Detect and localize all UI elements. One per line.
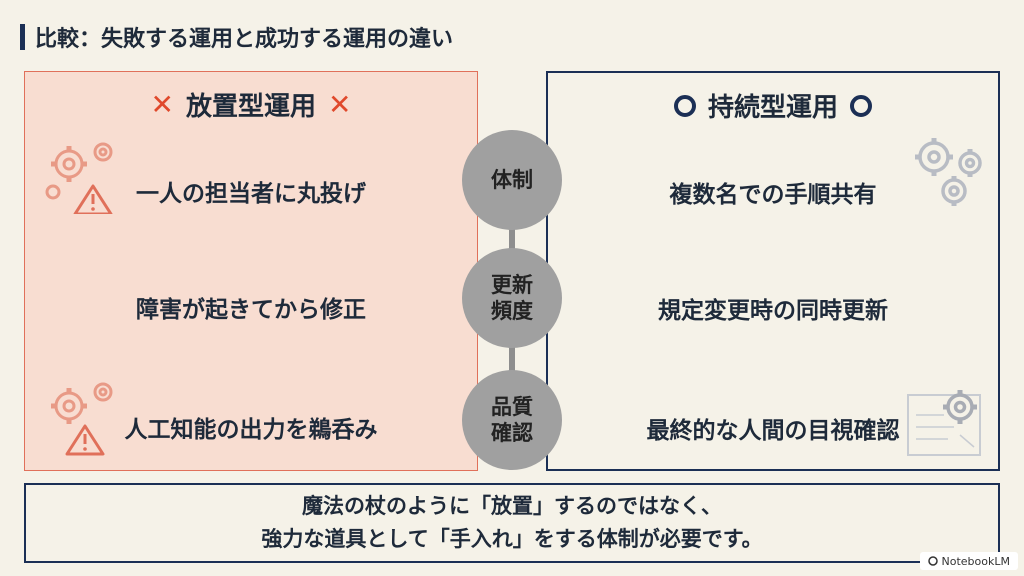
conclusion-box: 魔法の杖のように「放置」するのではなく、 強力な道具として「手入れ」をする体制が… [24, 483, 1000, 563]
left-row-2: 障害が起きてから修正 [136, 297, 366, 323]
conclusion-line-1: 魔法の杖のように「放置」するのではなく、 [302, 494, 722, 519]
notebooklm-logo-icon [927, 556, 938, 566]
right-panel: 持続型運用 複数名での手順共有 規定変更時の同時更新 最終的な人 [546, 71, 1000, 471]
title-accent-bar [20, 24, 25, 50]
circle-mark-icon [850, 94, 872, 117]
left-row-1: 一人の担当者に丸投げ [136, 181, 366, 207]
right-panel-heading: 持続型運用 [548, 87, 998, 124]
page-title-text: 比較：失敗する運用と成功する運用の違い [35, 27, 454, 52]
watermark-badge: NotebookLM [919, 552, 1018, 570]
right-row-3: 最終的な人間の目視確認 [646, 418, 900, 444]
watermark-text: NotebookLM [941, 554, 1010, 568]
left-row-3: 人工知能の出力を鵜呑み [124, 417, 378, 443]
category-circle-structure: 体制 [462, 130, 562, 230]
circle-mark-icon [673, 94, 696, 117]
cross-mark-icon: ✕ [328, 88, 352, 121]
right-heading-text: 持続型運用 [707, 93, 838, 123]
cross-mark-icon: ✕ [150, 88, 174, 121]
left-heading-text: 放置型運用 [185, 92, 316, 122]
category-label: 確認 [491, 421, 533, 445]
category-label: 頻度 [491, 299, 533, 323]
left-panel-heading: ✕ 放置型運用 ✕ [25, 86, 477, 123]
category-label: 品質 [491, 394, 533, 419]
conclusion-line-2: 強力な道具として「手入れ」をする体制が必要です。 [261, 527, 763, 551]
category-circle-quality-check: 品質 確認 [462, 370, 562, 470]
left-panel: ✕ 放置型運用 ✕ [24, 71, 478, 471]
right-row-1: 複数名での手順共有 [669, 182, 877, 208]
right-row-2: 規定変更時の同時更新 [658, 298, 888, 324]
category-circle-update-frequency: 更新 頻度 [462, 248, 562, 348]
gear-warning-icon [51, 382, 113, 456]
blueprint-gear-icon [907, 390, 981, 456]
category-label: 体制 [491, 167, 533, 192]
gears-icon [915, 138, 982, 206]
gear-warning-icon [45, 142, 113, 214]
page-title: 比較：失敗する運用と成功する運用の違い [20, 22, 453, 52]
category-label: 更新 [491, 272, 533, 297]
